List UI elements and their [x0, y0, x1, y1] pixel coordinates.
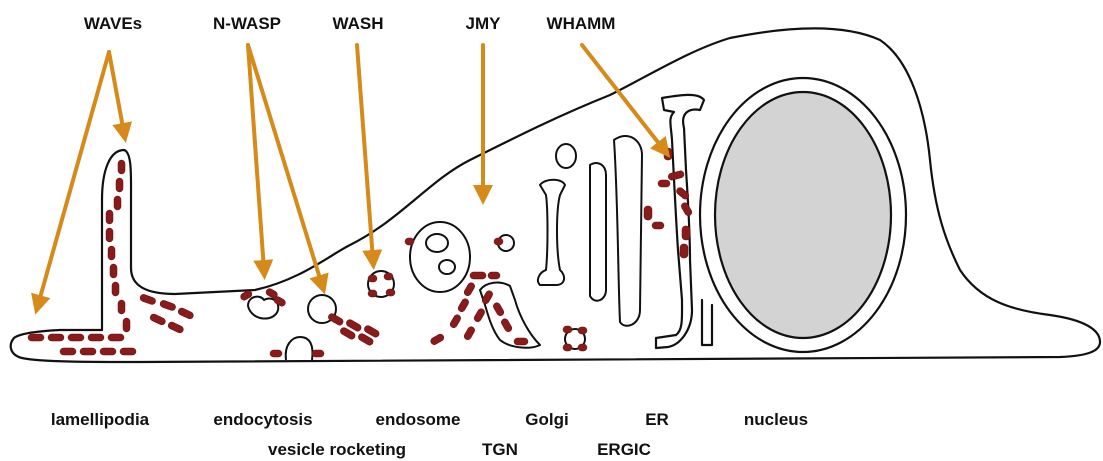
label-endocytosis: endocytosis: [213, 410, 312, 429]
arrow-waves-lamellipodia-tip: [38, 52, 109, 305]
er-membrane: [656, 95, 704, 348]
label-ergic: ERGIC: [597, 440, 651, 459]
actin-lamellipodia-horizontal: [28, 334, 136, 355]
arrow-whamm-er: [582, 45, 664, 150]
label-nucleus: nucleus: [744, 410, 808, 429]
arrow-waves-filopodium: [109, 52, 124, 133]
golgi-cisterna-3: [614, 136, 642, 326]
label-er: ER: [645, 410, 669, 429]
arrow-wash-endosome: [357, 45, 373, 260]
label-n-wasp: N-WASP: [213, 14, 281, 33]
arrow-n-wasp-rocketing: [248, 45, 322, 285]
label-wash: WASH: [333, 14, 384, 33]
endosome-vesicle-1: [426, 234, 448, 252]
endosome-vesicle-2: [439, 260, 455, 274]
golgi-cisterna-2: [590, 163, 606, 301]
label-vesicle-rocketing: vesicle rocketing: [268, 440, 406, 459]
golgi-cisterna-1: [538, 180, 565, 285]
label-whamm: WHAMM: [547, 14, 616, 33]
label-golgi: Golgi: [525, 410, 568, 429]
label-endosome: endosome: [375, 410, 460, 429]
label-jmy: JMY: [466, 14, 502, 33]
endosome: [410, 222, 470, 292]
actin-vesicle-rocketing: [327, 312, 380, 346]
golgi-vesicle: [556, 144, 576, 168]
label-tgn: TGN: [482, 440, 518, 459]
nucleus: [715, 92, 891, 338]
actin-lamellipodia-vertical: [106, 160, 130, 332]
arrow-n-wasp-endocytosis: [248, 45, 264, 270]
endocytic-pit-bottom: [286, 337, 313, 360]
label-lamellipodia: lamellipodia: [51, 410, 150, 429]
er-fold: [702, 300, 712, 345]
label-waves: WAVEs: [84, 14, 142, 33]
actin-lamellipodia-diagonal: [139, 293, 194, 334]
